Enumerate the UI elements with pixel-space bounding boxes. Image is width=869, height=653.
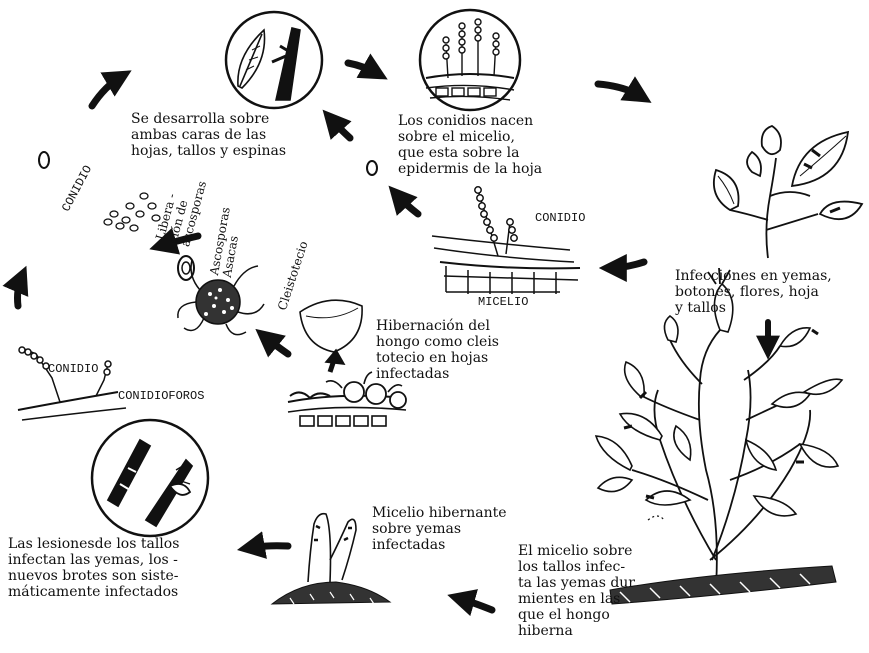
label-conidio-mid: CONIDIO	[48, 363, 98, 376]
label-infecciones: Infecciones en yemas, botones, flores, h…	[675, 268, 832, 316]
arrow-bud-to-lesion-icon	[248, 546, 288, 548]
label-ambas-caras: Se desarrolla sobre ambas caras de las h…	[131, 111, 286, 159]
rose-shoot-icon	[714, 126, 862, 258]
arrow-top-left-icon	[92, 76, 122, 106]
arrow-left-up-icon	[18, 276, 23, 306]
label-lesiones: Las lesionesde los tallos infectan las y…	[8, 536, 179, 600]
arrow-top-right-icon	[598, 84, 642, 97]
stem-lesion-icon	[92, 420, 208, 536]
label-hibernacion: Hibernación del hongo como cleis totecio…	[376, 318, 499, 382]
label-micelio-hibernante: Micelio hibernante sobre yemas infectada…	[372, 505, 507, 553]
arrow-to-micelio-icon	[610, 262, 644, 268]
arrow-top-middle-icon	[348, 63, 378, 74]
label-conidioforos: CONIDIOFOROS	[118, 390, 204, 403]
arrow-to-ambas-icon	[330, 118, 350, 138]
label-conidio-top: CONIDIO	[535, 212, 585, 225]
label-micelio: MICELIO	[478, 296, 528, 309]
arrow-bush-to-bud-icon	[458, 598, 492, 610]
label-conidios-nacen: Los conidios nacen sobre el micelio, que…	[398, 113, 542, 177]
arrow-micelio-to-conidio-icon	[396, 194, 418, 214]
mycelium-icon	[367, 161, 580, 294]
conidiophore-icon	[420, 10, 520, 110]
leaf-spot-icon	[226, 12, 322, 108]
arrow-to-cleisto-icon	[264, 336, 288, 354]
label-micelio-tallos: El micelio sobre los tallos infec- ta la…	[518, 543, 635, 639]
conidiophore-left-icon	[18, 347, 126, 420]
